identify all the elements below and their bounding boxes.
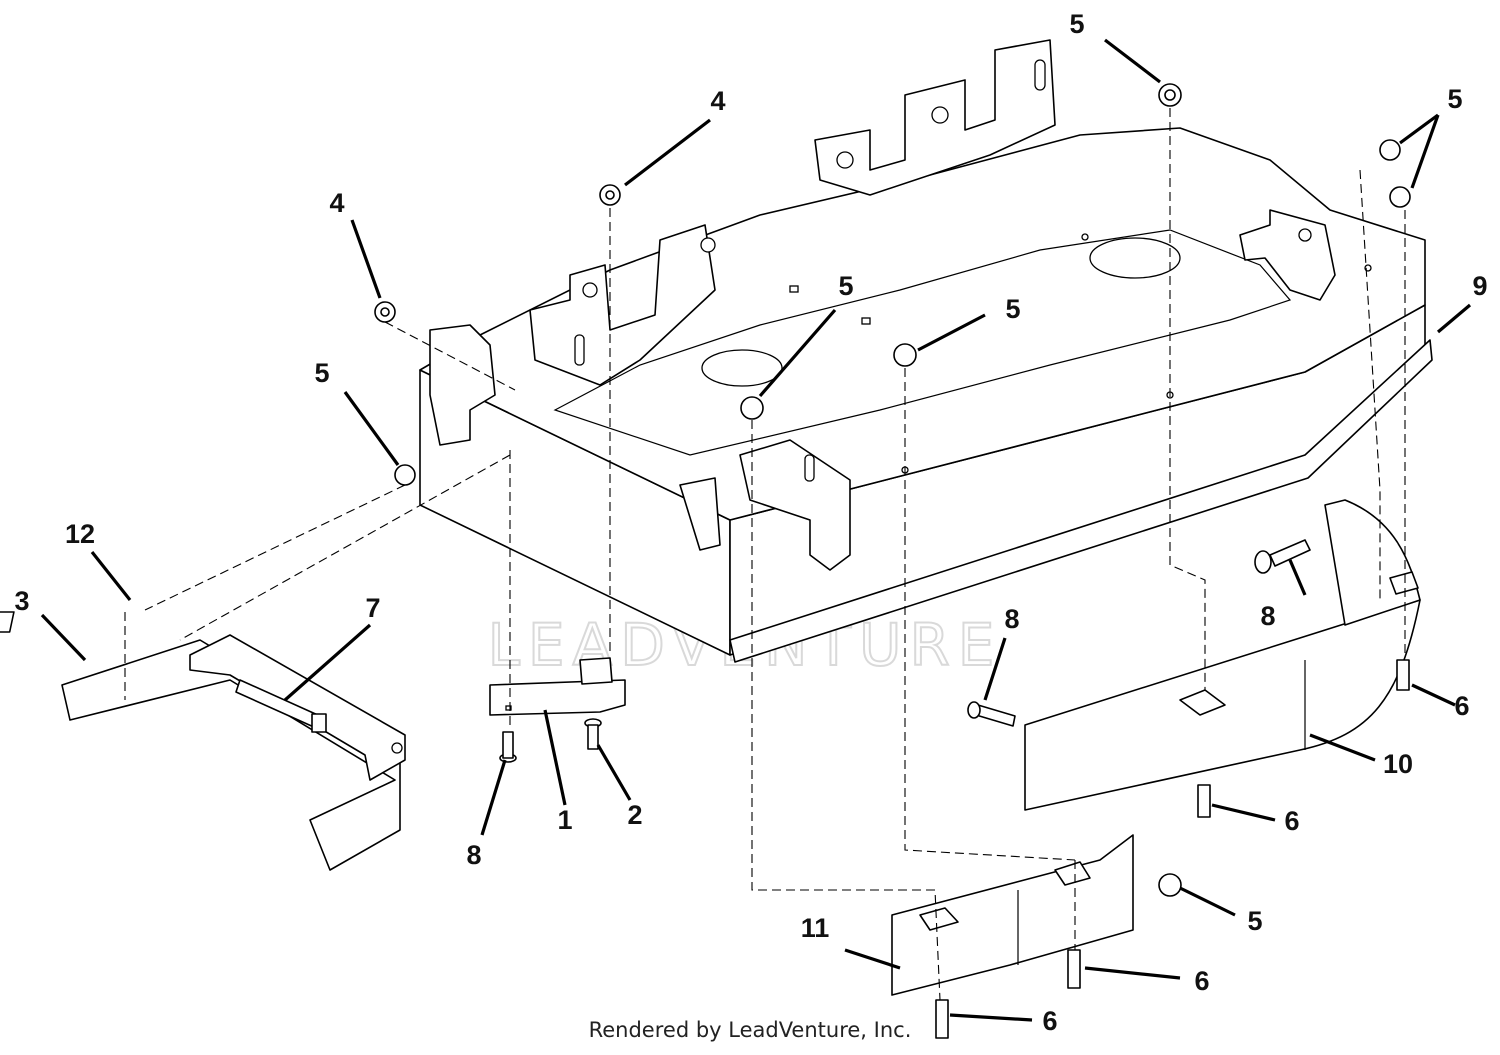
callout-5: 5	[1447, 84, 1462, 114]
part-12-decal	[0, 611, 15, 633]
callout-6: 6	[1194, 966, 1209, 996]
callout-1: 1	[557, 805, 572, 835]
callout-8: 8	[1260, 601, 1275, 631]
deck-hole	[861, 317, 871, 325]
front-pivot-bracket	[739, 439, 851, 571]
bracket-slot	[574, 334, 585, 366]
render-credit: Rendered by LeadVenture, Inc.	[588, 1018, 912, 1042]
callout-12: 12	[65, 519, 95, 549]
bracket-hole	[931, 106, 949, 124]
callout-6: 6	[1284, 806, 1299, 836]
rear-hanger-brackets	[814, 39, 1336, 301]
right-hanger	[1239, 209, 1336, 301]
callout-7: 7	[365, 593, 380, 623]
deck-top-panel	[553, 229, 1292, 456]
bolt-shank	[587, 724, 599, 750]
front-hanger-brackets	[429, 224, 851, 571]
callout-6: 6	[1454, 691, 1469, 721]
hex-bolt-icon	[1067, 949, 1081, 989]
callout-2: 2	[627, 800, 642, 830]
block-tab	[579, 657, 613, 685]
flange-nut-icon	[1379, 139, 1401, 161]
callout-3: 3	[14, 586, 29, 616]
carriage-bolt-icon	[975, 704, 1016, 727]
left-deck-bracket	[429, 324, 496, 446]
callout-5: 5	[1247, 906, 1262, 936]
spindle-opening-right	[1089, 237, 1181, 279]
bracket-hole	[1298, 228, 1312, 242]
spindle-opening-left	[701, 349, 783, 387]
callout-8: 8	[1004, 604, 1019, 634]
bracket-hole	[836, 151, 854, 169]
part-11-front-baffle	[891, 834, 1134, 996]
callout-11: 11	[801, 913, 830, 943]
callout-6: 6	[1042, 1006, 1057, 1036]
bracket-slot	[1034, 59, 1046, 91]
deck-hole	[789, 285, 799, 293]
callout-5: 5	[838, 271, 853, 301]
hinge-hole	[391, 742, 403, 754]
flange-nut-icon	[893, 343, 917, 367]
callout-5: 5	[1069, 9, 1084, 39]
nut-bore	[1164, 89, 1176, 101]
front-mount	[679, 477, 721, 551]
part-10-right-baffle	[1024, 499, 1421, 811]
hex-bolt-icon	[1197, 784, 1211, 818]
callout-4: 4	[710, 86, 725, 116]
callout-4: 4	[329, 188, 344, 218]
callout-5: 5	[314, 358, 329, 388]
deck-top	[419, 127, 1426, 521]
carriage-bolt-head	[967, 701, 981, 719]
flange-nut-icon	[1158, 873, 1182, 897]
callout-10: 10	[1383, 749, 1413, 779]
callout-9: 9	[1472, 271, 1487, 301]
part-7-hinge-bolt	[235, 679, 327, 733]
hex-bolt-icon	[1396, 659, 1410, 691]
deck-hole	[1081, 233, 1089, 241]
flange-nut-icon	[740, 396, 764, 420]
deck-lip	[729, 339, 1433, 663]
flange-nut-icon	[1389, 186, 1411, 208]
bracket-hole	[582, 282, 598, 298]
carriage-bolt-head	[1254, 550, 1272, 574]
part-8-bolt-left	[499, 731, 517, 763]
part-3-discharge-chute	[61, 634, 406, 871]
part-2-bolt	[584, 718, 602, 750]
callouts: 5 4 5 4 9 5 5 5 12 3 7 8 8 6 10 6 1 2 8 …	[14, 9, 1487, 1036]
carriage-bolt-icon	[1269, 539, 1311, 567]
bolt-shank	[502, 731, 514, 759]
callout-5: 5	[1005, 294, 1020, 324]
part-1-block	[489, 657, 626, 716]
washer-bore	[605, 190, 615, 200]
block-hole	[505, 705, 512, 711]
callout-8: 8	[466, 840, 481, 870]
leader-lines	[40, 38, 1472, 1022]
baffle-tab	[1179, 689, 1226, 716]
washer-bore	[380, 307, 390, 317]
bracket-slot	[804, 454, 815, 482]
flange-nut-icon	[394, 464, 416, 486]
fasteners	[374, 83, 1411, 1039]
baffle-tab	[1054, 861, 1091, 886]
bracket-hole	[700, 237, 716, 253]
hex-bolt-icon	[935, 999, 949, 1039]
deck-housing	[419, 127, 1433, 663]
bolt-head	[311, 713, 327, 733]
assembly-lines	[124, 108, 1406, 1001]
baffle-tab	[919, 907, 959, 931]
